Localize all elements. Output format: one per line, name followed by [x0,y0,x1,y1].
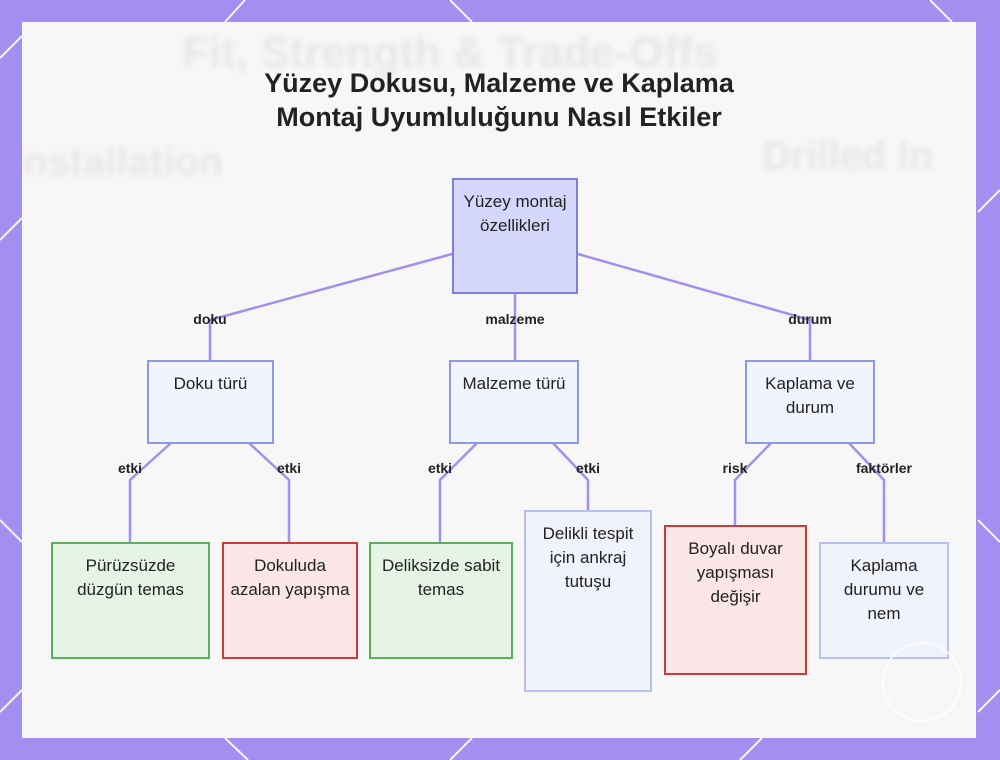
edge-material-drilled [551,441,590,510]
title-line-1: Yüzey Dokusu, Malzeme ve Kaplama [264,68,734,98]
edge-label-risk: risk [722,460,748,476]
textured-adhesion-node: Dokuluda azalan yapışma [222,542,358,659]
edge-label-etki-3: etki [427,460,453,476]
root-node-label: Yüzey montaj özellikleri [463,192,567,235]
edge-label-etki-1: etki [117,460,143,476]
coating-condition-label: Kaplama ve durum [765,374,855,417]
background-text-left: Installation [22,140,224,184]
edge-root-texture [208,252,453,360]
drilled-anchor-node: Delikli tespit için ankraj tutuşu [524,510,652,692]
material-type-node: Malzeme türü [449,360,579,444]
coating-moisture-label: Kaplama durumu ve nem [843,556,925,623]
edge-texture-textured [247,441,291,542]
nondrill-contact-label: Deliksizde sabit temas [381,556,501,599]
root-node: Yüzey montaj özellikleri [452,178,578,294]
edge-label-etki-4: etki [575,460,601,476]
textured-adhesion-label: Dokuluda azalan yapışma [230,556,350,599]
diagram-canvas: Fit, Strength & Trade-Offs Installation … [22,22,976,738]
painted-adhesion-node: Boyalı duvar yapışması değişir [664,525,807,675]
drilled-anchor-label: Delikli tespit için ankraj tutuşu [542,524,634,591]
title-line-2: Montaj Uyumluluğunu Nasıl Etkiler [276,102,722,132]
diagram-title: Yüzey Dokusu, Malzeme ve Kaplama Montaj … [22,66,976,134]
edge-label-faktorler: faktörler [855,460,913,476]
painted-adhesion-label: Boyalı duvar yapışması değişir [688,539,783,606]
edge-texture-smooth [128,441,173,542]
edge-label-doku: doku [193,311,227,327]
smooth-contact-node: Pürüzsüzde düzgün temas [51,542,210,659]
edges-layer [128,252,886,542]
edge-label-etki-2: etki [276,460,302,476]
texture-type-label: Doku türü [173,374,248,393]
background-text-top: Fit, Strength & Trade-Offs [182,28,718,77]
watermark-logo-icon [882,642,962,722]
coating-moisture-node: Kaplama durumu ve nem [819,542,949,659]
edge-coating-moisture [847,441,886,542]
edge-label-malzeme: malzeme [485,311,545,327]
material-type-label: Malzeme türü [462,374,566,393]
nondrill-contact-node: Deliksizde sabit temas [369,542,513,659]
edge-material-nondrill [438,441,479,542]
texture-type-node: Doku türü [147,360,274,444]
edge-coating-painted [733,441,773,525]
background-text-right: Drilled In [762,134,934,178]
edge-label-durum: durum [788,311,832,327]
edge-root-coating [577,252,812,360]
coating-condition-node: Kaplama ve durum [745,360,875,444]
smooth-contact-label: Pürüzsüzde düzgün temas [77,556,184,599]
